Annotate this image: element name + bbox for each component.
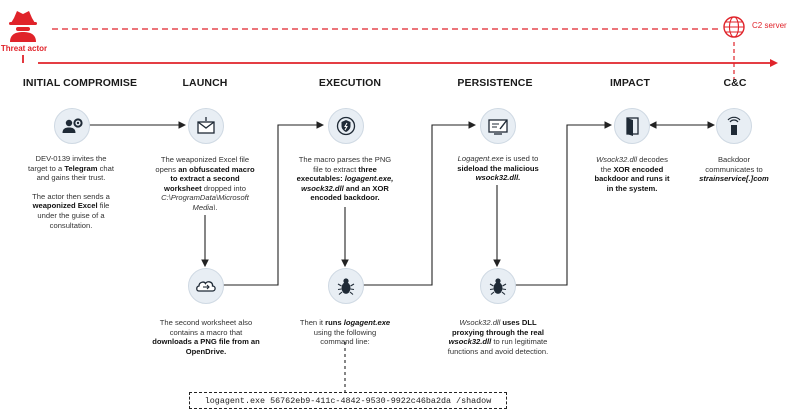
cloud-icon: [196, 281, 216, 292]
bug-icon: [337, 278, 355, 295]
launch-email-node: [188, 108, 224, 144]
persistence-top-description: Logagent.exe is used to sideload the mal…: [457, 154, 539, 183]
stage-title-launch: LAUNCH: [182, 77, 228, 89]
hacker-icon: [9, 11, 37, 42]
launch-cloud-node: [188, 268, 224, 304]
timeline-lines: [22, 28, 778, 80]
threat-actor-label: Threat actor: [0, 44, 48, 53]
execution-bug-node: [328, 268, 364, 304]
c2-server-label: C2 server: [752, 21, 787, 30]
execution-bottom-description: Then it runs logagent.exe using the foll…: [299, 318, 391, 347]
door-icon: [626, 117, 639, 136]
shield-icon: [336, 116, 356, 136]
users-gear-icon: [62, 118, 83, 133]
execution-top-description: The macro parses the PNG file to extract…: [296, 155, 394, 203]
cnc-description: Backdoor communicates to strainservice[.…: [699, 155, 769, 184]
launch-top-description: The weaponized Excel file opens an obfus…: [155, 155, 255, 212]
launch-bottom-description: The second worksheet also contains a mac…: [152, 318, 260, 356]
execution-shield-node: [328, 108, 364, 144]
bug-icon: [489, 278, 507, 295]
impact-door-node: [614, 108, 650, 144]
stage-title-cnc: C&C: [723, 77, 747, 89]
cnc-beacon-node: [716, 108, 752, 144]
email-icon: [197, 117, 215, 134]
beacon-icon: [727, 116, 741, 135]
stage-title-execution: EXECUTION: [318, 77, 382, 89]
persistence-bottom-description: Wsock32.dll uses DLL proxying through th…: [447, 318, 549, 356]
initial-compromise-description: DEV-0139 invites the target to a Telegra…: [28, 154, 114, 230]
globe-icon: [723, 16, 745, 38]
stage-title-persistence: PERSISTENCE: [457, 77, 533, 89]
terminal-icon: [488, 119, 508, 135]
persistence-bug-node: [480, 268, 516, 304]
persistence-terminal-node: [480, 108, 516, 144]
stage-title-initial-compromise: INITIAL COMPROMISE: [22, 77, 138, 89]
initial-compromise-node: [54, 108, 90, 144]
command-line-box: logagent.exe 56762eb9-411c-4842-9530-992…: [189, 392, 507, 409]
impact-description: Wsock32.dll decodes the XOR encoded back…: [594, 155, 670, 193]
command-line-text: logagent.exe 56762eb9-411c-4842-9530-992…: [204, 395, 492, 406]
stage-title-impact: IMPACT: [609, 77, 651, 89]
